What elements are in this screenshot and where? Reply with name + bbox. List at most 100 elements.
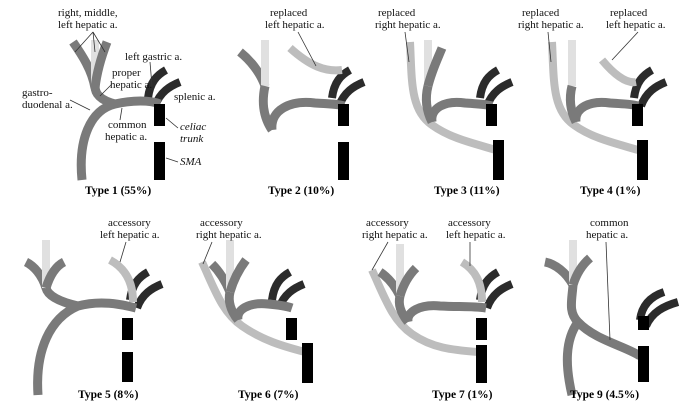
type6-label-right-hepatic: right hepatic a. [196, 229, 262, 241]
type3-celiac-trunk [486, 104, 497, 126]
type5-label-left-hepatic: left hepatic a. [100, 229, 160, 241]
label-common-1: common [108, 119, 147, 131]
type5-proper-hepatic-artery [41, 286, 80, 311]
type4-leader-right [547, 31, 552, 63]
type5-sma [122, 352, 133, 382]
type7-left-hepatic-branch [395, 264, 420, 298]
caption-type-1: Type 1 (55%) [85, 185, 151, 197]
type4-common-hepatic-artery [571, 97, 640, 123]
type-3-diagram: replaced right hepatic a. Type 3 (11%) [375, 7, 514, 197]
type7-splenic-branch [483, 280, 514, 310]
caption-type-5: Type 5 (8%) [78, 389, 139, 401]
label-right-middle: right, middle, [58, 7, 118, 19]
type-6-diagram: accessory right hepatic a. Type 6 (7%) [196, 217, 313, 401]
type7-accessory-left-hepatic [459, 258, 486, 303]
type4-label-replaced-left: replaced [610, 7, 648, 19]
type9-label-hepatic: hepatic a. [586, 229, 628, 241]
type4-left-gastric-branch [630, 66, 655, 99]
leader-left-gastric [149, 61, 153, 87]
type2-replaced-left-hepatic [287, 45, 343, 75]
type3-proper-hepatic-artery [421, 84, 437, 125]
leader-proper [99, 83, 113, 97]
type4-celiac-trunk [632, 104, 643, 126]
type-1-diagram: right, middle, left hepatic a. left gast… [22, 7, 216, 197]
type9-gastroduodenal-artery [562, 319, 582, 397]
type5-left-hepatic-branch [41, 257, 67, 290]
type4-label-right-hepatic: right hepatic a. [518, 19, 584, 31]
type1-left-hepatic-branch [90, 40, 112, 89]
leader-sma [165, 157, 179, 163]
type1-proper-hepatic-artery [90, 85, 117, 109]
label-left-gastric: left gastric a. [125, 51, 182, 63]
type4-replaced-right-hepatic [548, 41, 640, 154]
label-sma: SMA [180, 156, 202, 168]
type7-label-accessory-left: accessory [448, 217, 491, 229]
type2-label-replaced: replaced [270, 7, 308, 19]
type6-label-accessory: accessory [200, 217, 243, 229]
label-celiac-1: celiac [180, 121, 206, 133]
type4-proper-hepatic-artery [565, 84, 581, 125]
type-7-diagram: accessory right hepatic a. accessory lef… [362, 217, 514, 401]
type-9-diagram: common hepatic a. Type 9 (4.5%) [543, 217, 680, 401]
type3-left-hepatic-branch [423, 46, 447, 88]
type1-sma [154, 142, 165, 180]
leader-common [119, 107, 123, 121]
type5-label-accessory: accessory [108, 217, 151, 229]
label-common-2: hepatic a. [105, 131, 147, 143]
type7-label-left-hepatic: left hepatic a. [446, 229, 506, 241]
type2-celiac-trunk [338, 104, 349, 126]
type-4-diagram: replaced right hepatic a. replaced left … [518, 7, 668, 197]
type-2-diagram: replaced left hepatic a. Type 2 (10%) [237, 7, 366, 197]
type9-splenic-branch [642, 298, 680, 328]
type9-right-hepatic-branch [543, 257, 577, 288]
type3-label-right-hepatic: right hepatic a. [375, 19, 441, 31]
type5-splenic-branch [133, 280, 164, 310]
type2-left-gastric-branch [328, 66, 353, 99]
type3-left-gastric-branch [476, 66, 501, 99]
type3-leader [404, 31, 410, 63]
label-splenic: splenic a. [174, 91, 216, 103]
type1-celiac-trunk [154, 104, 165, 126]
type6-leader [202, 241, 213, 265]
type9-common-hepatic-artery [566, 284, 643, 360]
type2-label-left-hepatic: left hepatic a. [265, 19, 325, 31]
type6-accessory-right-hepatic [198, 260, 307, 356]
type9-left-hepatic-branch [568, 254, 594, 287]
type3-common-hepatic-artery [427, 97, 494, 123]
type7-label-accessory-right: accessory [366, 217, 409, 229]
type7-leader-right [371, 241, 389, 271]
type9-sma [638, 346, 649, 382]
type3-replaced-right-hepatic [406, 41, 498, 154]
type4-replaced-left-hepatic [598, 57, 637, 87]
type6-left-gastric-branch [268, 268, 293, 301]
type5-celiac-trunk [122, 318, 133, 340]
label-gastro-2: duodenal a. [22, 99, 73, 111]
type6-proper-hepatic-artery [224, 290, 242, 323]
type5-leader [119, 241, 127, 263]
type2-leader [297, 31, 317, 67]
type4-splenic-branch [637, 78, 668, 108]
caption-type-4: Type 4 (1%) [580, 185, 641, 197]
type7-common-hepatic-artery [403, 301, 487, 323]
label-proper-1: proper [112, 67, 141, 79]
leader-rml [74, 31, 106, 53]
type4-label-replaced-right: replaced [522, 7, 560, 19]
label-gastro-1: gastro- [22, 87, 53, 99]
type6-common-hepatic-artery [233, 299, 294, 321]
type7-accessory-right-hepatic [368, 268, 479, 356]
caption-type-6: Type 6 (7%) [238, 389, 299, 401]
type3-sma [493, 140, 504, 180]
type9-leader [605, 241, 611, 341]
leader-gastro [69, 99, 91, 111]
caption-type-3: Type 3 (11%) [434, 185, 500, 197]
type2-proper-hepatic-artery [258, 85, 276, 133]
type4-sma [637, 140, 648, 180]
type7-celiac-trunk [476, 318, 487, 340]
type7-label-right-hepatic: right hepatic a. [362, 229, 428, 241]
type6-sma [302, 343, 313, 383]
label-celiac-2: trunk [180, 133, 204, 145]
type2-sma [338, 142, 349, 180]
type5-accessory-left-hepatic [107, 256, 137, 303]
label-left-hepatic: left hepatic a. [58, 19, 118, 31]
